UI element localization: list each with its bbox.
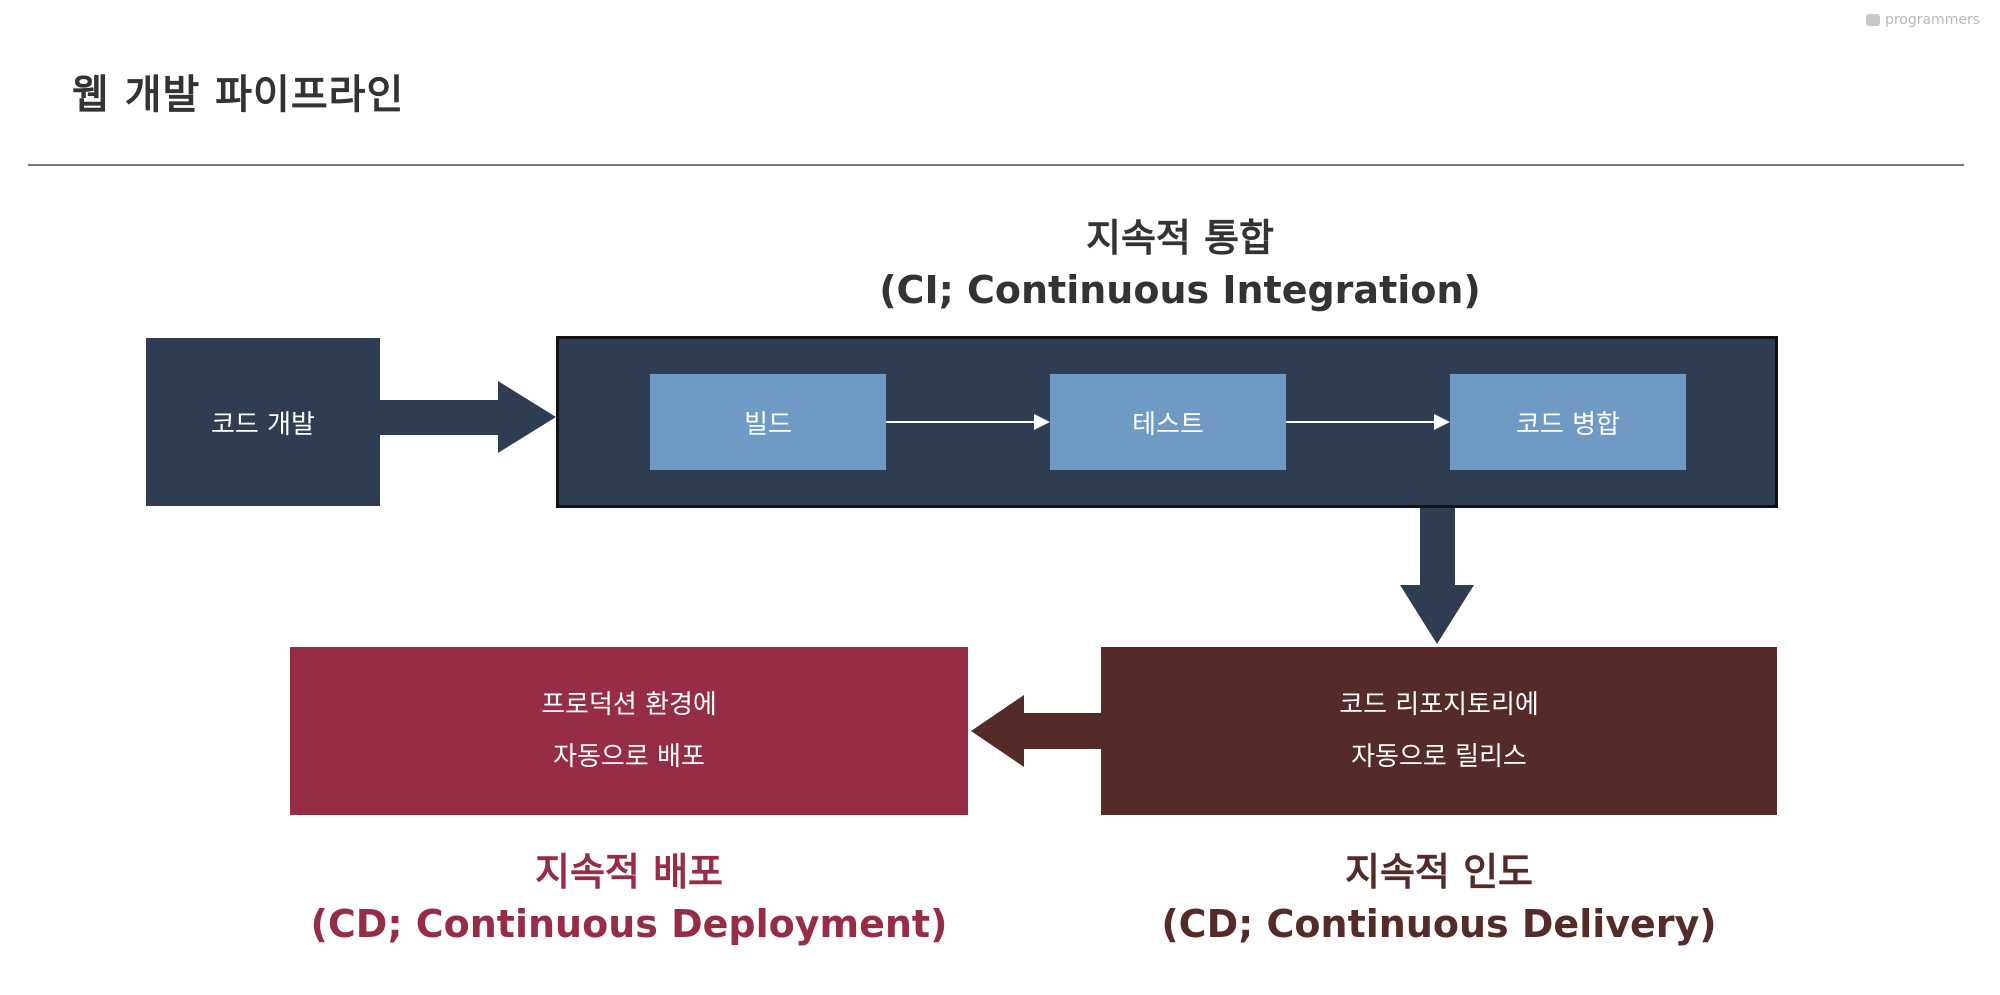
delivery-title: 지속적 인도 [1344,850,1534,894]
ci-step-test: 테스트 [1050,374,1286,470]
ci-step-merge: 코드 병합 [1450,374,1686,470]
arrow-test-to-merge-head [1434,414,1450,430]
ci-heading: 지속적 통합 (CI; Continuous Integration) [800,212,1560,316]
ci-subtitle: (CI; Continuous Integration) [879,268,1481,312]
code-dev-box: 코드 개발 [146,338,380,506]
ci-title: 지속적 통합 [1085,216,1275,260]
delivery-heading: 지속적 인도 (CD; Continuous Delivery) [1101,846,1777,950]
arrow-code-to-ci [380,381,556,453]
delivery-line-2: 자동으로 릴리스 [1351,742,1527,772]
deployment-line-2: 자동으로 배포 [553,742,705,772]
delivery-subtitle: (CD; Continuous Delivery) [1161,902,1717,946]
delivery-line-1: 코드 리포지토리에 [1339,690,1539,720]
code-dev-label: 코드 개발 [211,409,315,440]
deployment-subtitle: (CD; Continuous Deployment) [310,902,948,946]
ci-step-label: 빌드 [744,409,792,440]
watermark-text: programmers [1884,12,1980,28]
deployment-heading: 지속적 배포 (CD; Continuous Deployment) [290,846,968,950]
ci-step-label: 코드 병합 [1516,409,1620,440]
deployment-title: 지속적 배포 [534,850,724,894]
deployment-line-1: 프로덕션 환경에 [541,690,717,720]
arrow-build-to-test-head [1034,414,1050,430]
arrow-delivery-to-deployment [971,695,1101,767]
ci-step-label: 테스트 [1132,409,1204,440]
title-divider [28,164,1964,166]
programmers-logo-icon [1865,14,1880,26]
page-title: 웹 개발 파이프라인 [72,72,405,118]
arrow-ci-to-delivery [1400,506,1474,644]
watermark: programmers [1865,12,1980,28]
ci-step-build: 빌드 [650,374,886,470]
deployment-box: 프로덕션 환경에 자동으로 배포 [290,647,968,815]
delivery-box: 코드 리포지토리에 자동으로 릴리스 [1101,647,1777,815]
